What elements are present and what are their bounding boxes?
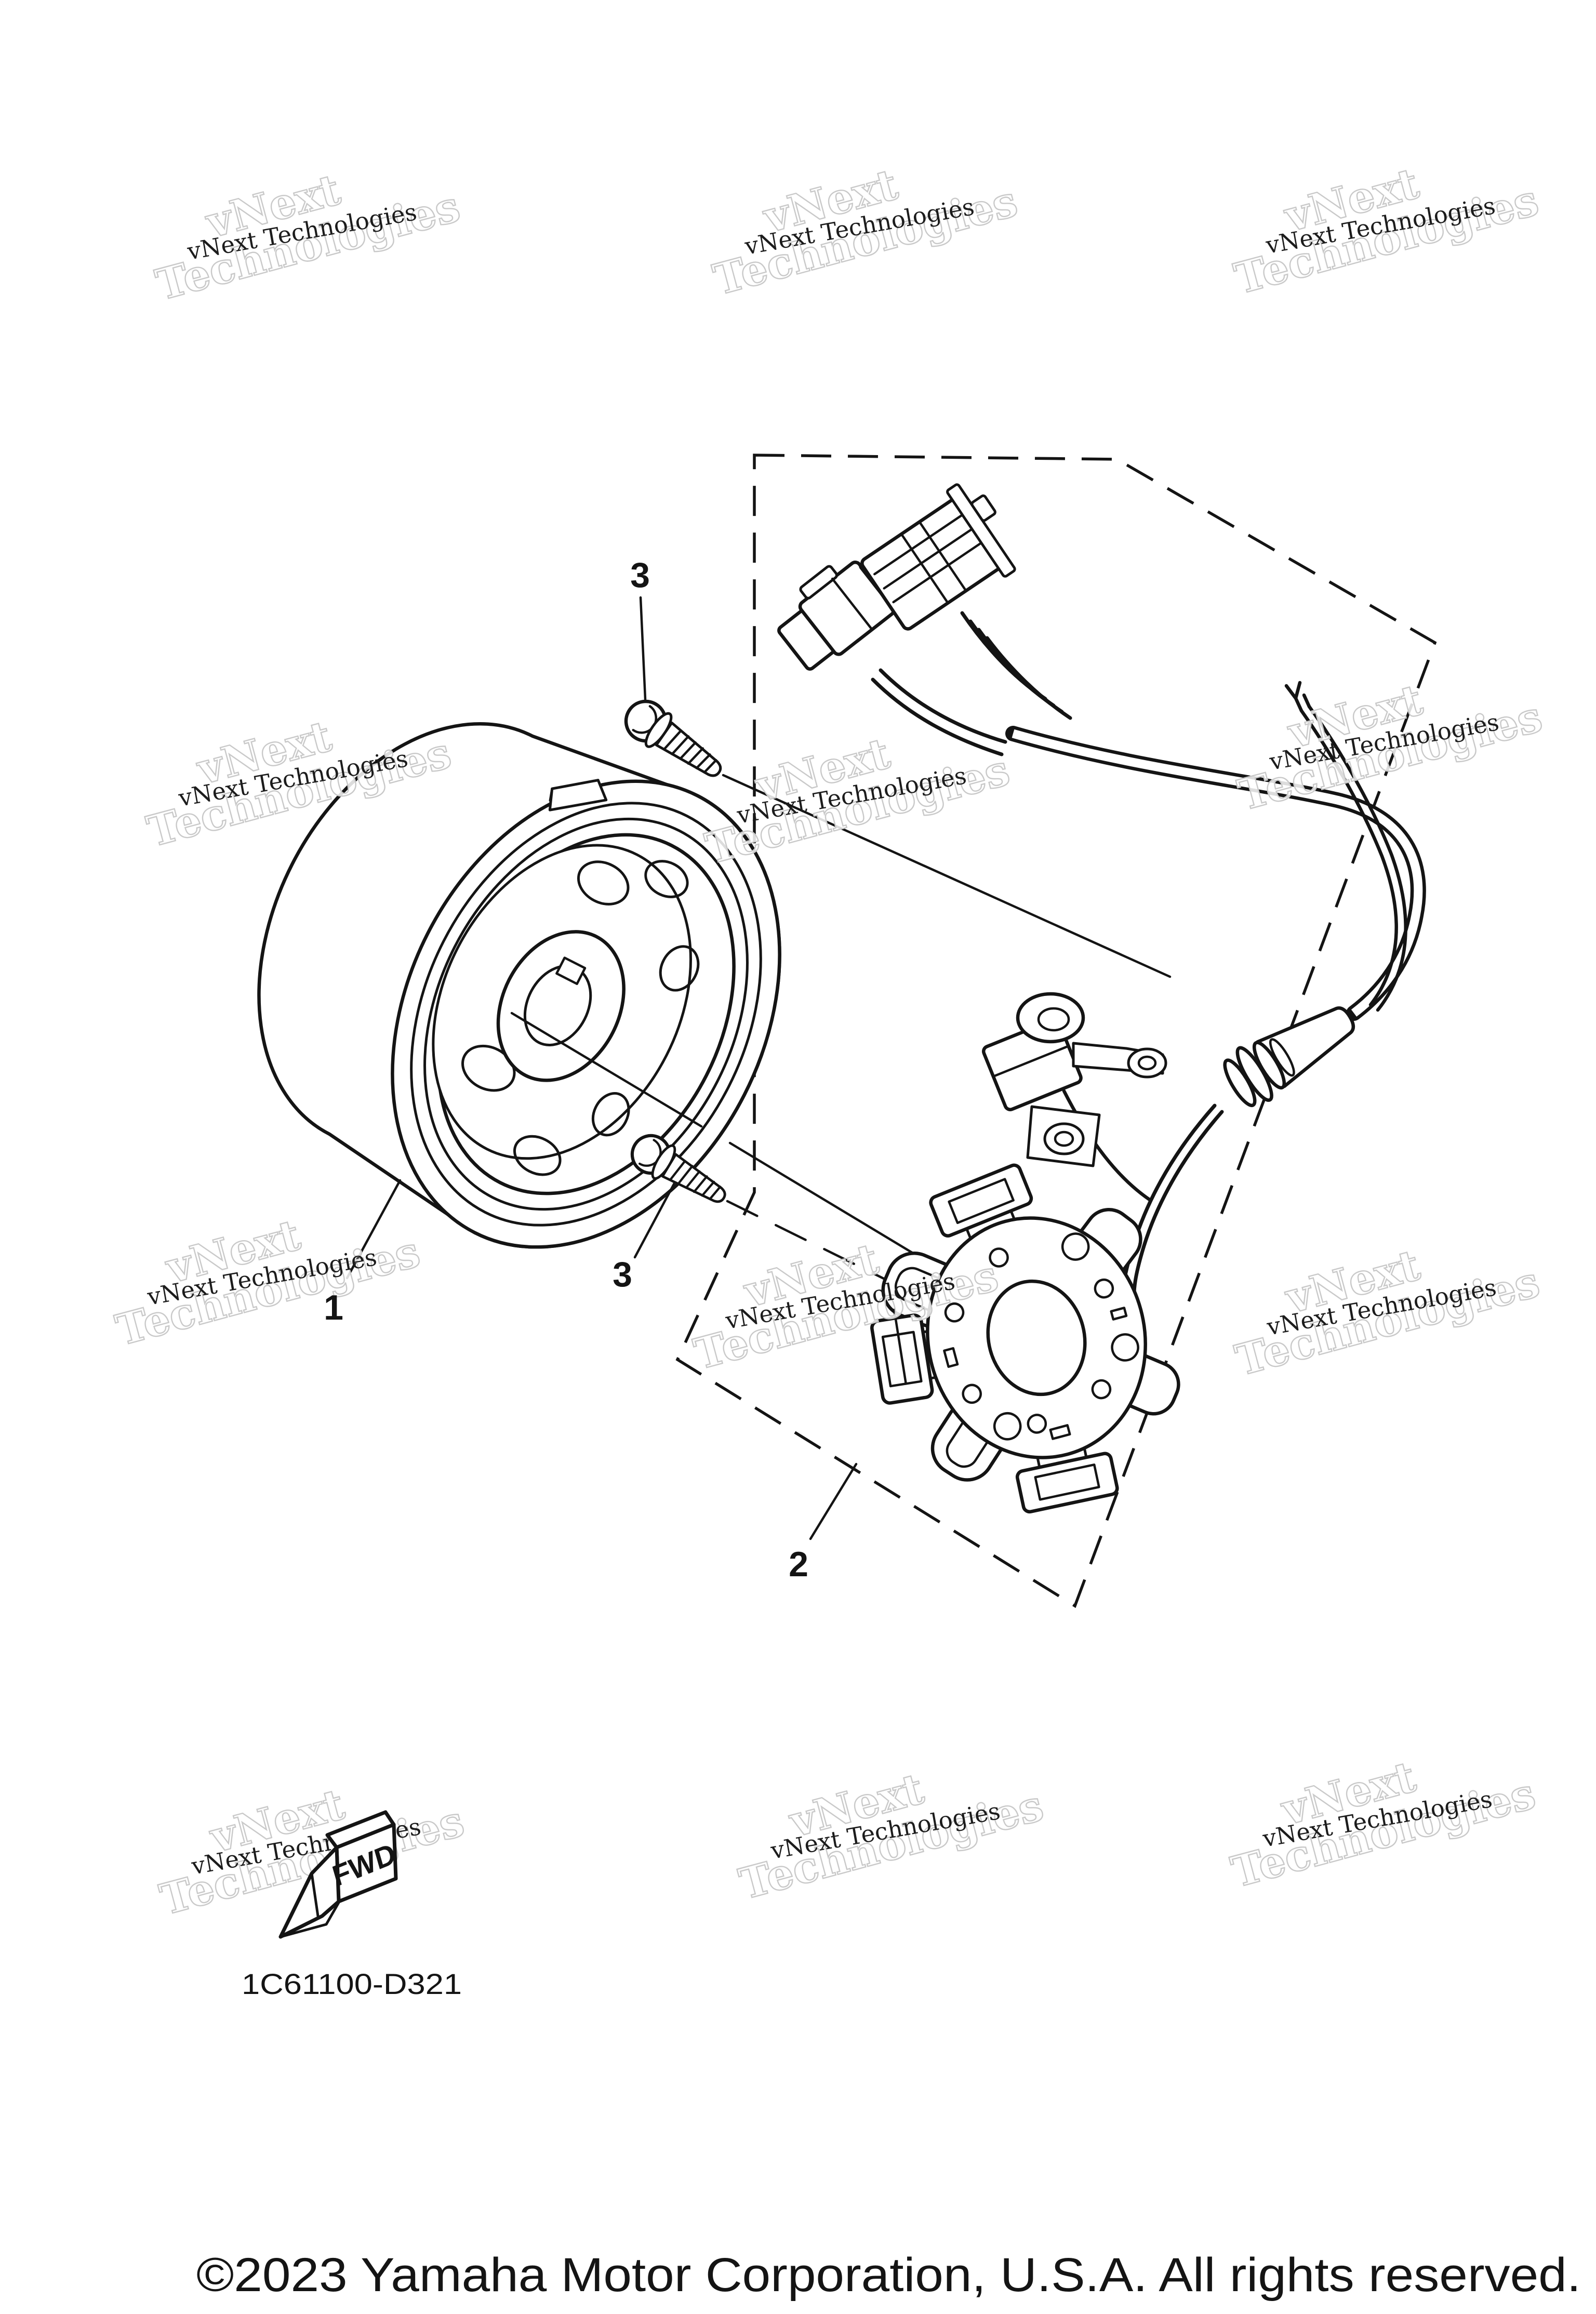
watermark-cluster: vNext Technologies vNext Technologies bbox=[708, 159, 1023, 306]
leader-bolt-lower bbox=[633, 1178, 678, 1259]
watermark-cluster: vNext Technologies vNext Technologies bbox=[110, 1209, 425, 1357]
leader-bolt-upper bbox=[639, 596, 647, 701]
stator-assembly bbox=[870, 1163, 1180, 1514]
callout-labels: 3 3 1 2 bbox=[324, 555, 808, 1584]
watermark-cluster: vNext Technologies vNext Technologies bbox=[1229, 158, 1544, 305]
diagram-part-code: 1C61100-D321 bbox=[242, 1967, 462, 2000]
watermark-cluster: vNext Technologies vNext Technologies bbox=[734, 1763, 1049, 1910]
callout-3-lower: 3 bbox=[613, 1255, 632, 1294]
keyway-notch bbox=[555, 956, 587, 985]
fork-terminal bbox=[1284, 681, 1311, 713]
copyright-line: ©2023 Yamaha Motor Corporation, U.S.A. A… bbox=[196, 2249, 1581, 2302]
watermark-cluster: vNext Technologies vNext Technologies bbox=[1226, 1751, 1541, 1898]
flywheel-rotor bbox=[257, 722, 781, 1249]
grommet bbox=[1223, 1006, 1355, 1108]
bolt-upper bbox=[624, 699, 722, 777]
connector-large bbox=[860, 483, 1016, 631]
callout-1: 1 bbox=[324, 1288, 343, 1327]
callout-2: 2 bbox=[789, 1545, 808, 1584]
bolt-lower bbox=[630, 1134, 726, 1203]
watermark-cluster: vNext Technologies vNext Technologies bbox=[1230, 1240, 1545, 1387]
wire-harness bbox=[777, 483, 1426, 1309]
watermark-cluster: vNext Technologies vNext Technologies bbox=[150, 164, 466, 311]
watermark-cluster: vNext Technologies vNext Technologies bbox=[700, 728, 1015, 875]
leader-flywheel bbox=[345, 1179, 402, 1280]
pickup-coil bbox=[981, 992, 1167, 1167]
stator-assembly-boundary bbox=[675, 454, 1437, 1608]
callout-3-upper: 3 bbox=[630, 555, 650, 595]
watermark-cluster: vNext Technologies vNext Technologies bbox=[1232, 674, 1548, 821]
woodruff-key-tab bbox=[548, 779, 608, 812]
fwd-arrow: FWD bbox=[278, 1810, 399, 1939]
leader-stator bbox=[809, 1462, 858, 1540]
